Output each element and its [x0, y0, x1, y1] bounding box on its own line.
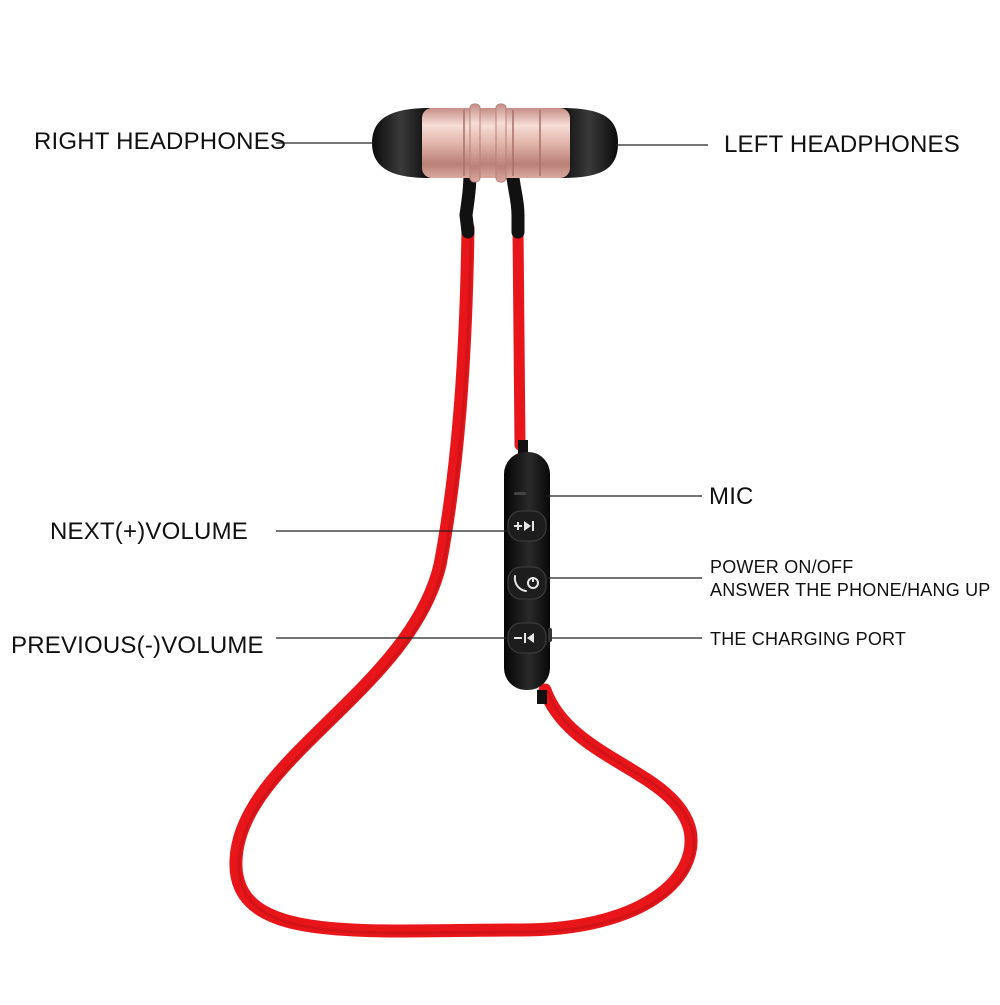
label-left-headphones: LEFT HEADPHONES [724, 131, 960, 158]
power-button[interactable] [507, 566, 547, 600]
right-cable-segment [512, 222, 526, 451]
phone-power-icon [513, 575, 539, 592]
label-right-headphones: RIGHT HEADPHONES [34, 128, 287, 155]
left-ear-tip [560, 108, 618, 178]
neck-cable [229, 221, 698, 938]
mic-hole [514, 492, 526, 495]
previous-volume-button[interactable] [507, 622, 547, 654]
charging-port [548, 628, 552, 642]
label-charging-port: THE CHARGING PORT [710, 629, 907, 649]
label-mic: MIC [709, 483, 754, 510]
previous-track-minus-icon [514, 633, 534, 643]
next-track-plus-icon [514, 521, 534, 531]
label-power: POWER ON/OFF ANSWER THE PHONE/HANG UP [710, 556, 991, 602]
strain-relief-left [459, 163, 477, 239]
cable-shadow [237, 228, 696, 935]
label-previous-volume: PREVIOUS(-)VOLUME [11, 632, 264, 659]
label-power-line2: ANSWER THE PHONE/HANG UP [710, 580, 991, 600]
label-power-line1: POWER ON/OFF [710, 557, 854, 577]
strain-relief-right [505, 163, 525, 239]
earbud-body [422, 103, 570, 183]
next-volume-button[interactable] [507, 510, 547, 542]
right-ear-tip [372, 108, 430, 178]
label-next-volume: NEXT(+)VOLUME [50, 518, 248, 545]
